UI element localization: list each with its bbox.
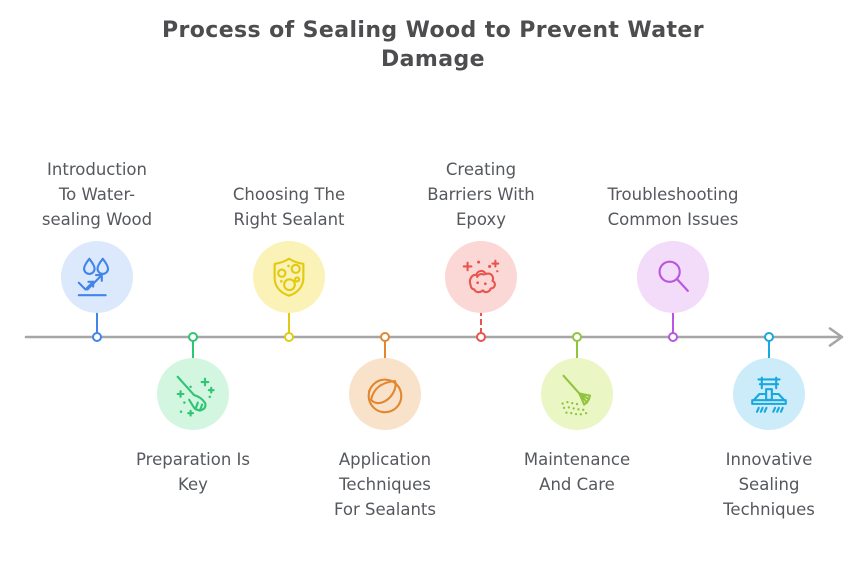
timeline-node-marker bbox=[188, 331, 198, 342]
timeline-node-marker bbox=[92, 331, 102, 342]
timeline-axis bbox=[24, 327, 844, 347]
step-connector bbox=[384, 336, 386, 360]
step-icon-bubble bbox=[61, 241, 133, 313]
sealing-machine-icon bbox=[751, 376, 787, 413]
step-label: Choosing The Right Sealant bbox=[232, 185, 346, 229]
step-icon-bubble bbox=[541, 358, 613, 430]
step-connector bbox=[576, 336, 578, 360]
step-label: Maintenance And Care bbox=[523, 450, 631, 494]
step-label: Innovative Sealing Techniques bbox=[723, 450, 815, 519]
step-label: Troubleshooting Common Issues bbox=[607, 185, 739, 229]
step-connector bbox=[768, 336, 770, 360]
step-connector bbox=[192, 336, 194, 360]
sponge-shield-icon bbox=[273, 257, 305, 297]
step-icon-bubble bbox=[157, 358, 229, 430]
page-title: Process of Sealing Wood to Prevent Water… bbox=[161, 18, 705, 73]
magnifier-icon bbox=[658, 260, 689, 292]
timeline-arrowhead-icon bbox=[828, 327, 844, 347]
epoxy-blob-icon bbox=[462, 259, 500, 294]
timeline-node-marker bbox=[668, 331, 678, 342]
step-label: Application Techniques For Sealants bbox=[334, 450, 436, 519]
timeline-node-marker bbox=[380, 331, 390, 342]
step-icon-bubble bbox=[637, 241, 709, 313]
step-label: Creating Barriers With Epoxy bbox=[427, 160, 535, 229]
step-icon-bubble bbox=[349, 358, 421, 430]
timeline-node-marker bbox=[572, 331, 582, 342]
water-repel-icon bbox=[77, 257, 110, 297]
rake-icon bbox=[561, 374, 591, 416]
coating-slice-icon bbox=[367, 378, 403, 414]
timeline-node-marker bbox=[764, 331, 774, 342]
step-icon-bubble bbox=[445, 241, 517, 313]
timeline-node-marker bbox=[284, 331, 294, 342]
step-icon-bubble bbox=[253, 241, 325, 313]
step-label: Preparation Is Key bbox=[135, 450, 251, 494]
step-icon-bubble bbox=[733, 358, 805, 430]
step-connector bbox=[672, 310, 674, 334]
step-connector bbox=[480, 310, 482, 334]
step-connector bbox=[288, 310, 290, 334]
broom-icon bbox=[176, 375, 215, 417]
step-label: Introduction To Water- sealing Wood bbox=[41, 160, 153, 229]
timeline-node-marker bbox=[476, 331, 486, 342]
step-connector bbox=[96, 310, 98, 334]
